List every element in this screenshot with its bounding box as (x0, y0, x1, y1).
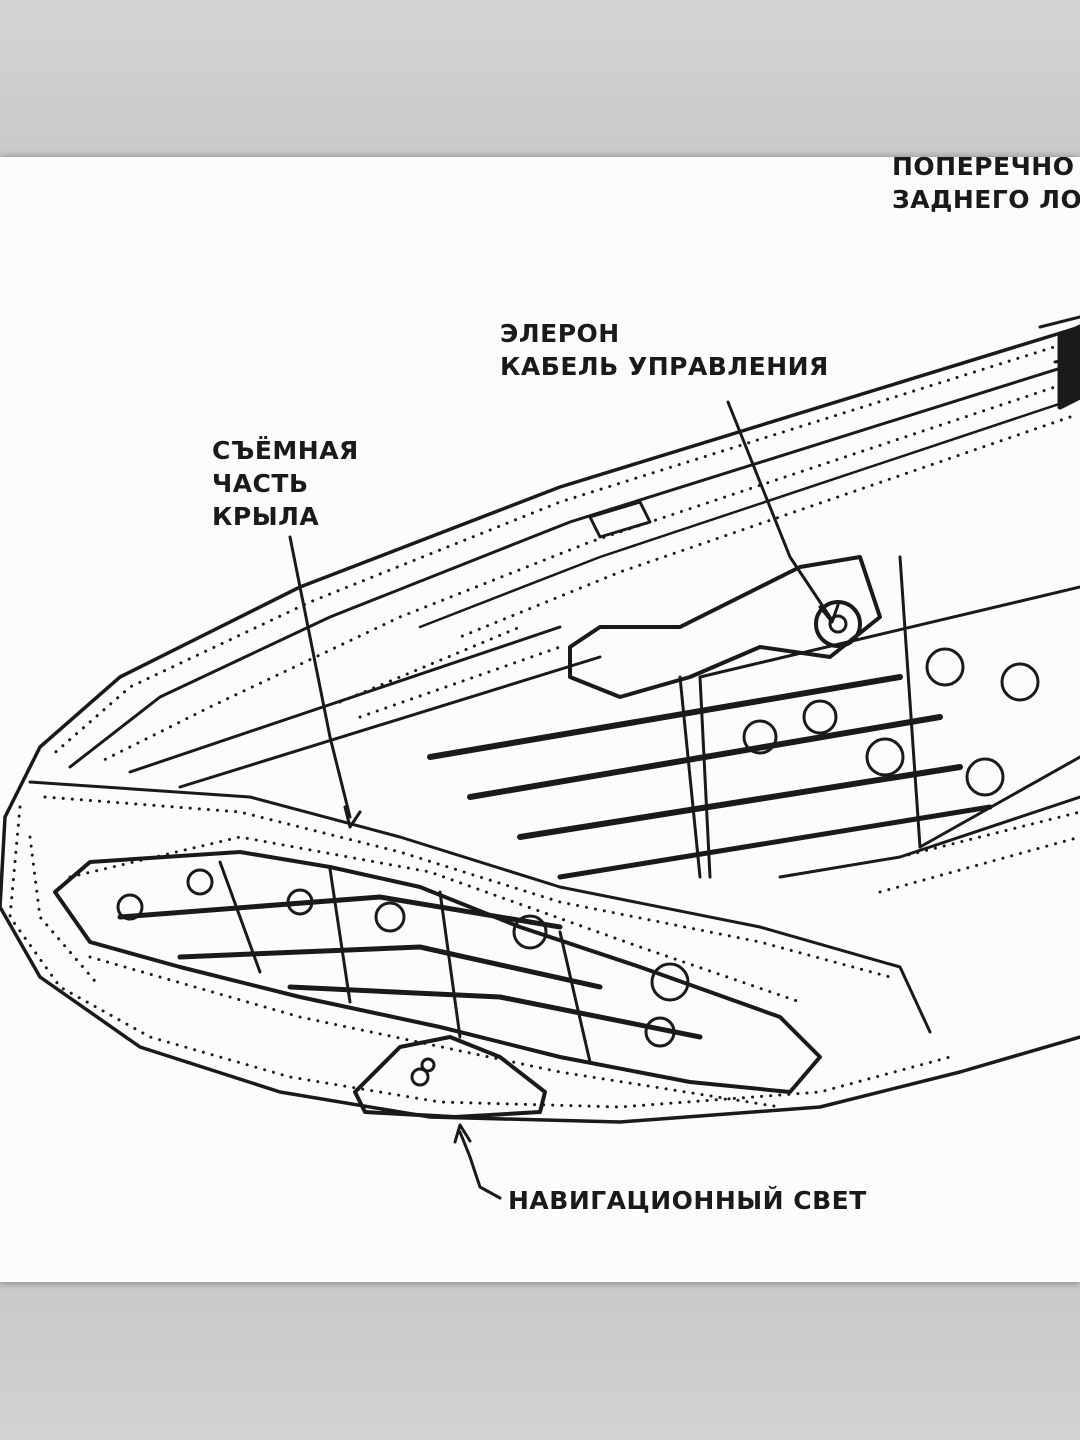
label-rear-spar-line-2: ЗАДНЕГО ЛО (892, 185, 1080, 214)
label-aileron-line-1: ЭЛЕРОН (500, 319, 620, 348)
label-removable-line-1: СЪЁМНАЯ (212, 436, 359, 465)
label-nav-light: НАВИГАЦИОННЫЙ СВЕТ (508, 1184, 867, 1217)
removable-panel-cutout (53, 850, 822, 1094)
label-removable-line-2: ЧАСТЬ (212, 469, 309, 498)
diagram-sheet: ПОПЕРЕЧНО ЗАДНЕГО ЛО ЭЛЕРОН КАБЕЛЬ УПРАВ… (0, 157, 1080, 1282)
label-removable-line-3: КРЫЛА (212, 502, 320, 531)
nav-light-pod (353, 1035, 547, 1119)
label-rear-spar-line-1: ПОПЕРЕЧНО (892, 157, 1075, 181)
wing-cutaway-drawing (0, 315, 1080, 1200)
label-aileron-line-2: КАБЕЛЬ УПРАВЛЕНИЯ (500, 352, 829, 381)
wing-panel-seam (28, 780, 932, 1034)
label-rear-spar: ПОПЕРЕЧНО ЗАДНЕГО ЛО (892, 157, 1080, 216)
label-aileron-cable: ЭЛЕРОН КАБЕЛЬ УПРАВЛЕНИЯ (500, 317, 829, 383)
leader-nav-light (458, 1130, 502, 1200)
frame-top (0, 0, 1080, 157)
aileron-bracket (568, 555, 882, 699)
wing-outline (0, 325, 1080, 1124)
aileron-pulley (814, 600, 862, 648)
frame-bottom (0, 1282, 1080, 1440)
nav-light-bulb (410, 1067, 430, 1087)
rear-spar-web (698, 585, 1080, 879)
label-nav-light-text: НАВИГАЦИОННЫЙ СВЕТ (508, 1186, 867, 1215)
leader-aileron-cable (726, 400, 832, 619)
leading-edge (68, 360, 1080, 769)
label-removable-wing: СЪЁМНАЯ ЧАСТЬ КРЫЛА (212, 434, 359, 533)
